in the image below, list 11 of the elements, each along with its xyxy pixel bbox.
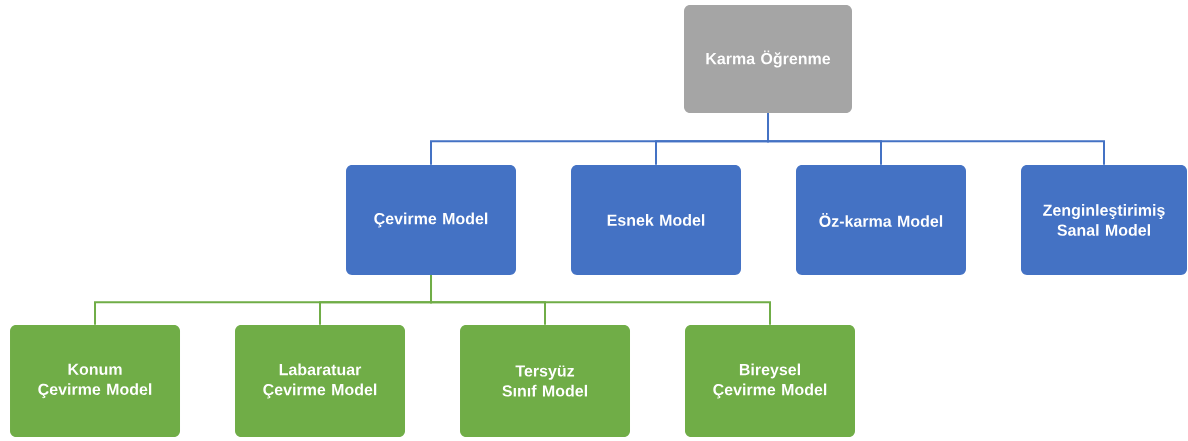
model-box: Çevirme Model bbox=[346, 165, 516, 275]
connector-line bbox=[430, 274, 771, 326]
model-box: Labaratuar Çevirme Model bbox=[235, 325, 405, 437]
model-box: Tersyüz Sınıf Model bbox=[460, 325, 630, 437]
model-box: Zenginleştirimiş Sanal Model bbox=[1021, 165, 1187, 275]
model-box: Konum Çevirme Model bbox=[10, 325, 180, 437]
model-box: Karma Öğrenme bbox=[684, 5, 852, 113]
model-box: Bireysel Çevirme Model bbox=[685, 325, 855, 437]
model-box: Öz-karma Model bbox=[796, 165, 966, 275]
connector-line bbox=[767, 112, 1105, 166]
model-box: Esnek Model bbox=[571, 165, 741, 275]
